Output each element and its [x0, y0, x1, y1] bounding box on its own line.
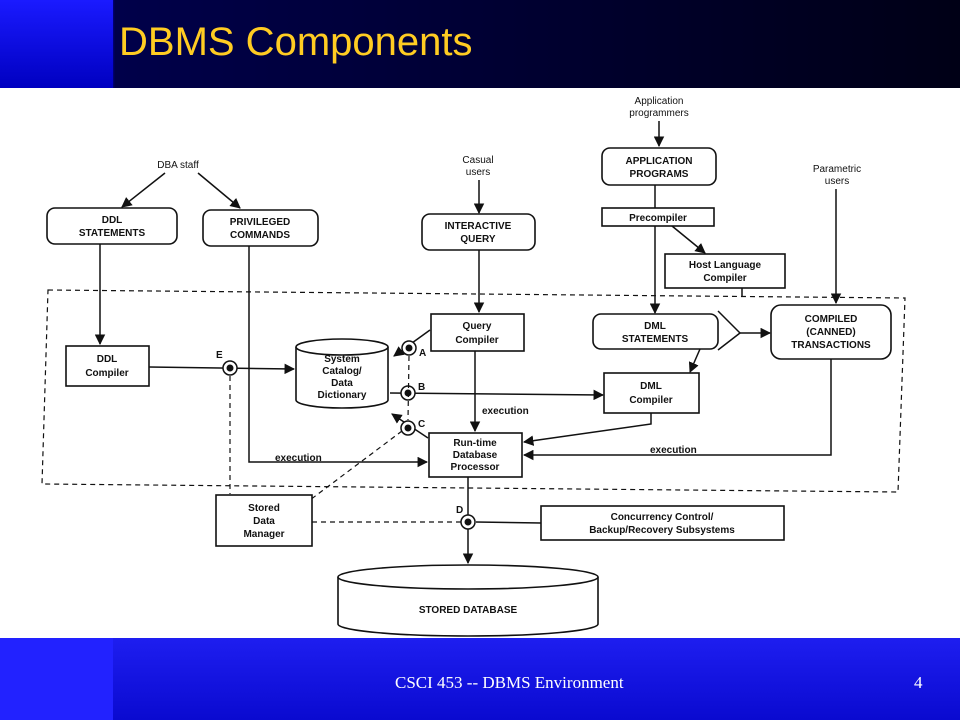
- dml-statements-line-2: STATEMENTS: [622, 334, 689, 345]
- system-catalog-line-3: Data: [331, 378, 353, 389]
- ddl-compiler-line-1: DDL: [97, 354, 118, 365]
- stored-data-manager-line-1: Stored: [248, 503, 280, 514]
- stored-database-cylinder: [337, 577, 599, 637]
- query-compiler-box: [430, 313, 525, 352]
- title-bar: [0, 0, 960, 88]
- host-language-compiler-line-2: Compiler: [703, 273, 746, 284]
- slide-page-number: 4: [914, 673, 923, 692]
- ddl-compiler-box: [65, 345, 150, 387]
- dml-compiler-line-2: Compiler: [629, 395, 672, 406]
- footer-accent-block: [0, 638, 113, 720]
- dbms-boundary: [41, 289, 906, 493]
- dml-statements-line-1: DML: [644, 321, 666, 332]
- application-programs-line-1: APPLICATION: [625, 156, 692, 167]
- precompiler-box: [601, 207, 715, 227]
- stored-data-manager-line-2: Data: [253, 516, 275, 527]
- interactive-query-line-2: QUERY: [460, 234, 496, 245]
- application-programs-line-2: PROGRAMS: [630, 169, 689, 180]
- casual-users-label-1: Casual: [462, 155, 493, 166]
- concurrency-control-line-2: Backup/Recovery Subsystems: [589, 525, 735, 536]
- slide-title: DBMS Components: [119, 20, 473, 64]
- compiled-transactions-line-1: COMPILED: [805, 314, 858, 325]
- runtime-processor-line-1: Run-time: [453, 438, 497, 449]
- host-language-compiler-line-1: Host Language: [689, 260, 762, 271]
- casual-users-label-2: users: [466, 167, 490, 178]
- privileged-commands-box: [202, 209, 319, 247]
- dml-statements-box: [592, 313, 719, 350]
- stored-database-label: STORED DATABASE: [419, 605, 518, 616]
- host-language-compiler-box: [664, 253, 786, 289]
- runtime-processor-line-3: Processor: [451, 462, 500, 473]
- runtime-processor-line-2: Database: [453, 450, 498, 461]
- system-catalog-line-1: System: [324, 354, 360, 365]
- compiled-transactions-line-3: TRANSACTIONS: [791, 340, 871, 351]
- dba-staff-label: DBA staff: [157, 160, 199, 171]
- dml-compiler-box: [603, 372, 700, 414]
- privileged-commands-line-1: PRIVILEGED: [230, 217, 291, 228]
- system-catalog-line-4: Dictionary: [318, 390, 367, 401]
- execution-label-query: execution: [482, 406, 529, 417]
- compiled-transactions-line-2: (CANNED): [806, 327, 855, 338]
- title-accent-block: [0, 0, 113, 88]
- node-b-label: B: [418, 382, 425, 393]
- app-programmers-label-1: Application: [635, 96, 684, 107]
- concurrency-control-box: [540, 505, 785, 541]
- dml-compiler-line-1: DML: [640, 381, 662, 392]
- system-catalog-cylinder: [295, 347, 389, 409]
- ddl-statements-box: [46, 207, 178, 245]
- interactive-query-line-1: INTERACTIVE: [445, 221, 512, 232]
- node-c-label: C: [418, 419, 425, 430]
- ddl-compiler-line-2: Compiler: [85, 368, 128, 379]
- parametric-users-label-1: Parametric: [813, 164, 861, 175]
- app-programmers-label-2: programmers: [629, 108, 688, 119]
- stored-data-manager-box: [215, 494, 313, 547]
- application-programs-box: [601, 147, 717, 186]
- runtime-processor-box: [428, 432, 523, 478]
- node-e-label: E: [216, 350, 223, 361]
- precompiler-label: Precompiler: [629, 213, 687, 224]
- footer-bar: [0, 638, 960, 720]
- dbms-components-diagram: DBA staff Casual users Application progr…: [41, 96, 906, 637]
- stored-data-manager-line-3: Manager: [243, 529, 284, 540]
- ddl-statements-line-1: DDL: [102, 215, 123, 226]
- system-catalog-line-2: Catalog/: [322, 366, 362, 377]
- concurrency-control-line-1: Concurrency Control/: [611, 512, 714, 523]
- ddl-statements-line-2: STATEMENTS: [79, 228, 146, 239]
- query-compiler-line-1: Query: [463, 321, 492, 332]
- privileged-commands-line-2: COMMANDS: [230, 230, 290, 241]
- footer-course-label: CSCI 453 -- DBMS Environment: [395, 673, 624, 692]
- execution-label-parametric: execution: [650, 445, 697, 456]
- execution-label-privileged: execution: [275, 453, 322, 464]
- parametric-users-label-2: users: [825, 176, 849, 187]
- node-d-label: D: [456, 505, 463, 516]
- node-a-label: A: [419, 348, 426, 359]
- query-compiler-line-2: Compiler: [455, 335, 498, 346]
